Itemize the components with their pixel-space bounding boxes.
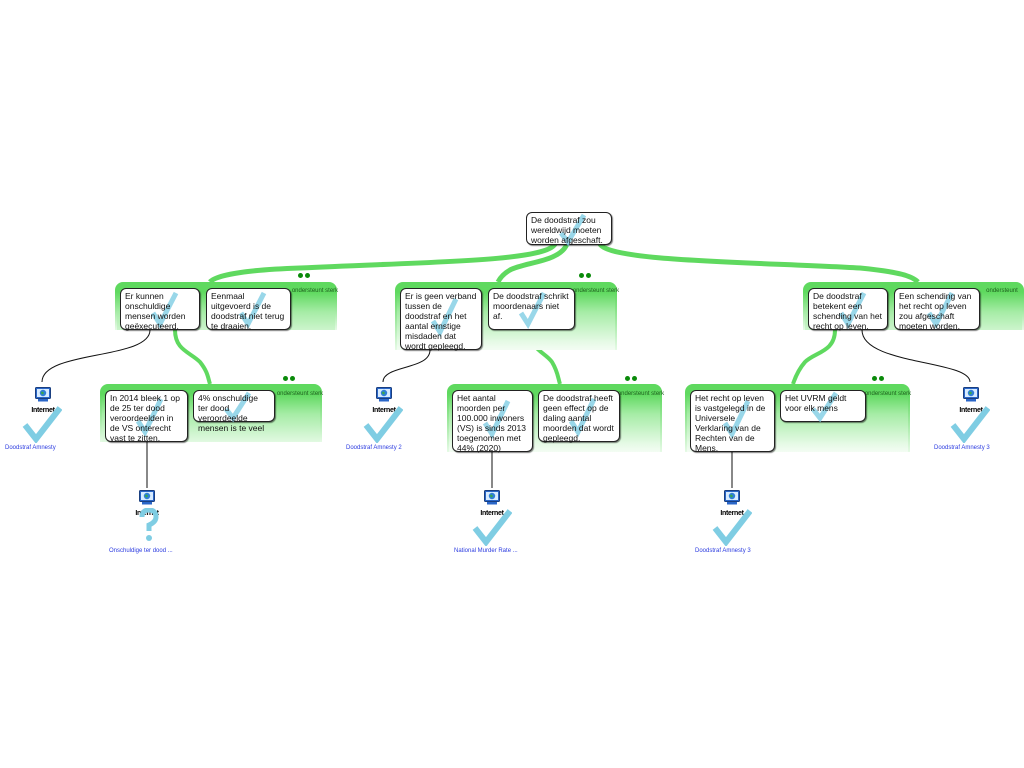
claim-text: De doodstraf heeft geen effect op de dal… xyxy=(543,393,614,443)
strength-dots xyxy=(872,376,884,381)
source-connector-c5-s3 xyxy=(861,329,971,383)
claim-text: Er kunnen onschuldige mensen worden geëx… xyxy=(125,291,186,331)
strength-dot xyxy=(579,273,584,278)
claim-c5[interactable]: De doodstraf betekent een schending van … xyxy=(808,288,888,331)
strength-dots xyxy=(283,376,295,381)
root-claim-text: De doodstraf zou wereldwijd moeten worde… xyxy=(531,215,603,245)
source-connector-c3-s2 xyxy=(382,349,431,383)
source-link[interactable]: Onschuldige ter dood ... xyxy=(109,548,173,554)
internet-monitor-icon xyxy=(35,387,51,402)
source-link[interactable]: Doodstraf Amnesty xyxy=(5,445,56,451)
claim-c8[interactable]: 4% onschuldige ter dood veroordeelde men… xyxy=(193,390,275,433)
support-connector-root-g1 xyxy=(208,242,558,284)
claim-c7[interactable]: In 2014 bleek 1 op de 25 ter dood veroor… xyxy=(105,390,188,443)
source-connector-c1-s1 xyxy=(41,329,151,383)
support-connector-c1-g4 xyxy=(173,329,212,385)
internet-monitor-icon xyxy=(139,490,155,505)
support-connector-c5-g6 xyxy=(791,329,837,385)
source-s2[interactable]: Internet xyxy=(344,387,424,414)
strength-dot xyxy=(283,376,288,381)
relation-label: ondersteunt sterk xyxy=(291,288,339,294)
claim-text: In 2014 bleek 1 op de 25 ter dood veroor… xyxy=(110,393,180,443)
claim-c3[interactable]: Er is geen verband tussen de doodstraf e… xyxy=(400,288,482,351)
strength-dot xyxy=(586,273,591,278)
internet-monitor-icon xyxy=(376,387,392,402)
strength-dot xyxy=(290,376,295,381)
source-link[interactable]: Doodstraf Amnesty 3 xyxy=(695,548,751,554)
internet-monitor-icon xyxy=(484,490,500,505)
claim-c2[interactable]: Eenmaal uitgevoerd is de doodstraf niet … xyxy=(206,288,291,331)
strength-dot xyxy=(625,376,630,381)
claim-c9[interactable]: Het aantal moorden per 100.000 inwoners … xyxy=(452,390,533,453)
claim-c10[interactable]: De doodstraf heeft geen effect op de dal… xyxy=(538,390,620,443)
claim-text: De doodstraf betekent een schending van … xyxy=(813,291,882,331)
strength-dot xyxy=(872,376,877,381)
claim-text: Een schending van het recht op leven zou… xyxy=(899,291,972,331)
relation-label: ondersteunt sterk xyxy=(276,391,324,397)
source-s3[interactable]: Internet xyxy=(931,387,1011,414)
claim-text: Eenmaal uitgevoerd is de doodstraf niet … xyxy=(211,291,285,331)
source-type-label: Internet xyxy=(959,407,983,414)
claim-c4[interactable]: De doodstraf schrikt moordenaars niet af… xyxy=(488,288,575,330)
internet-monitor-icon xyxy=(724,490,740,505)
strength-dot xyxy=(305,273,310,278)
relation-label: ondersteunt sterk xyxy=(572,288,620,294)
claim-text: Het UVRM geldt voor elk mens xyxy=(785,393,847,413)
claim-c6[interactable]: Een schending van het recht op leven zou… xyxy=(894,288,980,331)
relation-label: ondersteunt sterk xyxy=(864,391,912,397)
relation-label: ondersteunt xyxy=(986,288,1018,294)
source-type-label: Internet xyxy=(31,407,55,414)
source-s5[interactable]: Internet xyxy=(452,490,532,517)
claim-text: Het recht op leven is vastgelegd in de U… xyxy=(695,393,766,453)
strength-dot xyxy=(298,273,303,278)
source-link[interactable]: Doodstraf Amnesty 2 xyxy=(346,445,402,451)
claim-c1[interactable]: Er kunnen onschuldige mensen worden geëx… xyxy=(120,288,200,331)
source-s6[interactable]: Internet xyxy=(692,490,772,517)
strength-dots xyxy=(579,273,591,278)
strength-dots xyxy=(298,273,310,278)
claim-text: Het aantal moorden per 100.000 inwoners … xyxy=(457,393,526,453)
claim-c12[interactable]: Het UVRM geldt voor elk mens xyxy=(780,390,866,423)
source-link[interactable]: Doodstraf Amnesty 3 xyxy=(934,445,990,451)
claim-text: Er is geen verband tussen de doodstraf e… xyxy=(405,291,477,351)
claim-text: De doodstraf schrikt moordenaars niet af… xyxy=(493,291,569,321)
support-connector-root-g2 xyxy=(495,242,570,284)
strength-dot xyxy=(632,376,637,381)
source-s1[interactable]: Internet xyxy=(3,387,83,414)
source-type-label: Internet xyxy=(720,510,744,517)
claim-c11[interactable]: Het recht op leven is vastgelegd in de U… xyxy=(690,390,775,453)
claim-text: 4% onschuldige ter dood veroordeelde men… xyxy=(198,393,265,433)
internet-monitor-icon xyxy=(963,387,979,402)
source-link[interactable]: National Murder Rate ... xyxy=(454,548,518,554)
support-connector-root-g3 xyxy=(597,242,920,284)
root-claim[interactable]: De doodstraf zou wereldwijd moeten worde… xyxy=(526,212,612,247)
strength-dot xyxy=(879,376,884,381)
source-type-label: Internet xyxy=(480,510,504,517)
source-s4[interactable]: Internet xyxy=(107,490,187,517)
strength-dots xyxy=(625,376,637,381)
source-type-label: Internet xyxy=(372,407,396,414)
relation-label: ondersteunt sterk xyxy=(617,391,665,397)
source-type-label: Internet xyxy=(135,510,159,517)
